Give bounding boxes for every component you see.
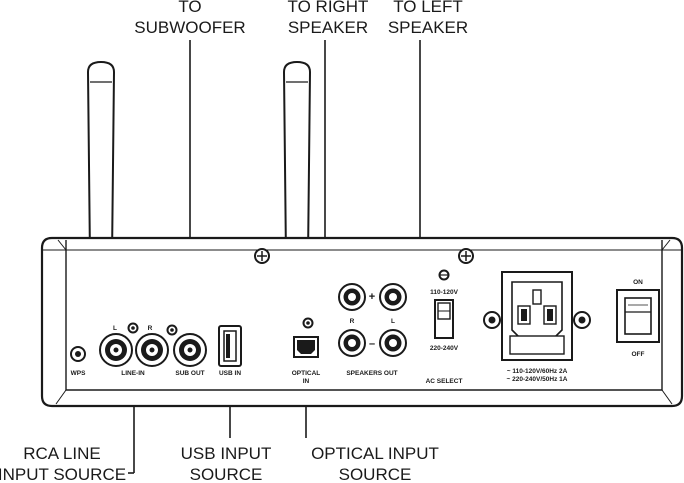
label-ac-select: AC SELECT bbox=[426, 378, 463, 385]
rca-jack-left[interactable] bbox=[99, 333, 133, 367]
label-power-spec-line1: ~ 110-120V/60Hz 2A bbox=[507, 368, 568, 375]
screw-top-left bbox=[254, 248, 270, 264]
speaker-terminal-l-plus[interactable] bbox=[379, 283, 407, 311]
rca-ground-post bbox=[127, 322, 139, 334]
label-speaker-l: L bbox=[391, 318, 395, 325]
speaker-terminal-r-minus[interactable] bbox=[338, 329, 366, 357]
callout-usb-line1: USB INPUT bbox=[181, 444, 272, 463]
label-rca-l: L bbox=[113, 325, 117, 332]
callout-rca-line1: RCA LINE bbox=[23, 444, 100, 463]
callout-right-speaker-line2: SPEAKER bbox=[288, 18, 368, 37]
label-optical-line2: IN bbox=[303, 378, 310, 385]
sub-out-post bbox=[166, 324, 178, 336]
label-on: ON bbox=[633, 279, 643, 286]
callout-optical-line1: OPTICAL INPUT bbox=[311, 444, 439, 463]
sub-out-jack[interactable] bbox=[173, 333, 207, 367]
ac-select-indicator bbox=[438, 269, 450, 281]
optical-indicator bbox=[302, 317, 314, 329]
callout-subwoofer-line1: TO bbox=[178, 0, 201, 16]
optical-port[interactable] bbox=[293, 336, 319, 358]
label-speaker-minus: – bbox=[369, 338, 375, 350]
label-optical-line1: OPTICAL bbox=[292, 370, 321, 377]
label-rca-r: R bbox=[148, 325, 153, 332]
label-usb-in: USB IN bbox=[219, 370, 241, 377]
usb-port[interactable] bbox=[218, 325, 242, 367]
screw-top-right bbox=[458, 248, 474, 264]
speaker-terminal-l-minus[interactable] bbox=[379, 329, 407, 357]
callout-right-speaker-line1: TO RIGHT bbox=[288, 0, 369, 16]
callout-usb-line2: SOURCE bbox=[190, 465, 263, 483]
label-sub-out: SUB OUT bbox=[175, 370, 204, 377]
label-speaker-r: R bbox=[350, 318, 355, 325]
label-220v: 220-240V bbox=[430, 345, 459, 352]
callout-subwoofer-line2: SUBWOOFER bbox=[134, 18, 245, 37]
label-110v: 110-120V bbox=[430, 289, 458, 296]
ac-power-inlet[interactable] bbox=[483, 271, 591, 361]
rca-jack-right[interactable] bbox=[135, 333, 169, 367]
speaker-terminal-r-plus[interactable] bbox=[338, 283, 366, 311]
callout-rca-line2: INPUT SOURCE bbox=[0, 465, 126, 483]
callout-left-speaker-line1: TO LEFT bbox=[393, 0, 463, 16]
label-speaker-plus: + bbox=[369, 291, 375, 303]
callout-optical-line2: SOURCE bbox=[339, 465, 412, 483]
wps-button[interactable] bbox=[70, 346, 86, 362]
label-off: OFF bbox=[632, 351, 645, 358]
label-speakers-out: SPEAKERS OUT bbox=[346, 370, 397, 377]
callout-left-speaker-line2: SPEAKER bbox=[388, 18, 468, 37]
power-switch[interactable] bbox=[616, 289, 660, 343]
label-wps: WPS bbox=[71, 370, 86, 377]
label-line-in: LINE-IN bbox=[121, 370, 145, 377]
label-power-spec-line2: ~ 220-240V/50Hz 1A bbox=[507, 376, 568, 383]
ac-select-switch[interactable] bbox=[434, 299, 454, 339]
